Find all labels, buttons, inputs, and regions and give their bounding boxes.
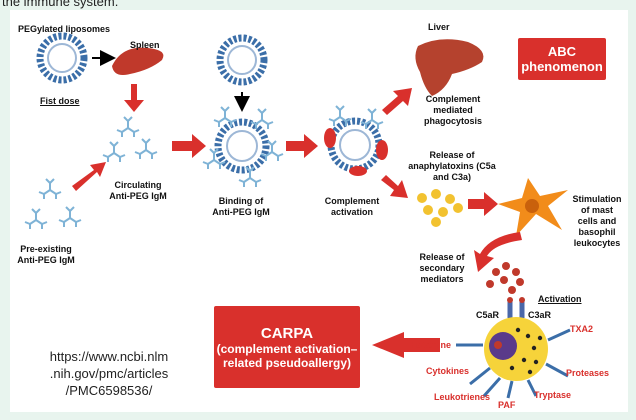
label-cytokines: Cytokines	[426, 366, 470, 376]
spleen-shape	[112, 47, 164, 75]
label-spleen: Spleen	[130, 40, 160, 50]
arrow-to-liver	[382, 88, 412, 115]
label-release-anaphylatoxins: Release of anaphylatoxins (C5a and C3a)	[408, 150, 496, 182]
liposome-first-dose	[36, 32, 88, 84]
label-txa2: TXA2	[570, 324, 594, 334]
arrow-mastcell-down	[474, 232, 522, 272]
top-caption: the immune system.	[2, 0, 119, 9]
arrow-to-anaphylatoxins	[381, 175, 408, 198]
label-complement-activation: Complement activation	[324, 196, 380, 217]
label-release-secondary: Release of secondary mediators	[419, 252, 465, 284]
activated-mast-cell	[484, 317, 548, 381]
arrow-spleen-down	[124, 84, 144, 112]
label-histamine: Histamine	[408, 340, 452, 350]
liposome-bound-igm	[202, 106, 284, 188]
secondary-mediators-cluster	[486, 262, 524, 294]
mast-cell-shape	[498, 178, 568, 236]
label-fist-dose: Fist dose	[40, 96, 80, 106]
label-pegylated: PEGylated liposomes	[18, 24, 111, 34]
anaphylatoxin-cluster	[417, 189, 463, 227]
arrow-to-carpa	[372, 332, 440, 358]
arrow-to-mastcell	[468, 192, 498, 216]
liposome-complement	[324, 105, 388, 176]
carpa-box: CARPA (complement activation–related pse…	[214, 306, 360, 388]
arrow-preexisting-up	[72, 162, 106, 191]
source-url: https://www.ncbi.nlm .nih.gov/pmc/articl…	[49, 349, 169, 398]
arrow-to-binding	[172, 134, 206, 158]
abc-phenomenon-text: ABC phenomenon	[521, 44, 603, 74]
label-leukotrienes: Leukotrienes	[434, 392, 491, 402]
label-stimulation: Stimulation of mast cells and basophil l…	[572, 194, 622, 248]
mediator-arrows	[456, 328, 571, 399]
label-circulating: Circulating Anti-PEG IgM	[109, 180, 167, 201]
carpa-subtitle: (complement activation–related pseudoall…	[216, 341, 358, 370]
label-tryptase: Tryptase	[534, 390, 572, 400]
abc-phenomenon-box: ABC phenomenon	[518, 38, 606, 80]
carpa-title: CARPA	[260, 324, 314, 342]
liver-shape	[415, 39, 484, 96]
label-activation: Activation	[538, 294, 582, 304]
arrow-to-complement	[286, 134, 318, 158]
label-c3ar: C3aR	[528, 310, 552, 320]
receptors	[507, 297, 525, 318]
label-proteases: Proteases	[566, 368, 610, 378]
label-binding: Binding of Anti-PEG IgM	[212, 196, 270, 217]
liposome-second-dose	[216, 34, 268, 86]
label-paf: PAF	[498, 400, 516, 410]
label-liver: Liver	[428, 22, 450, 32]
circulating-igm-cluster	[102, 116, 158, 163]
label-preexisting: Pre-existing Anti-PEG IgM	[17, 244, 75, 265]
label-c5ar: C5aR	[476, 310, 500, 320]
label-complement-phagocytosis: Complement mediated phagocytosis	[423, 94, 482, 126]
